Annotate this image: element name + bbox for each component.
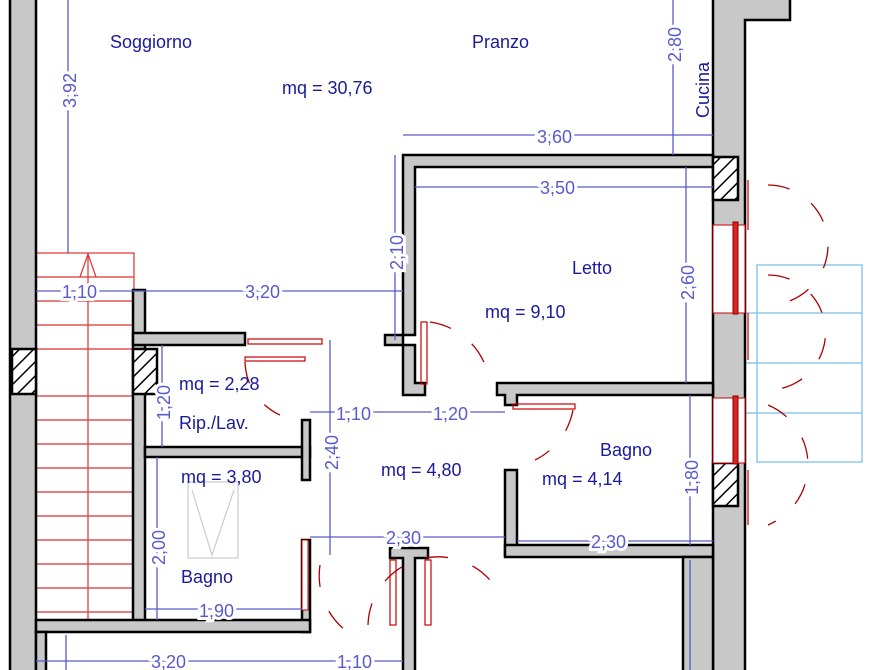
dimension-label: 2,30 bbox=[386, 528, 421, 548]
room-label-pranzo: Pranzo bbox=[472, 32, 529, 52]
room-label-bagno-1: Bagno bbox=[181, 567, 233, 587]
dimension-label: 3,50 bbox=[540, 178, 575, 198]
room-label-letto: Letto bbox=[572, 258, 612, 278]
windows bbox=[712, 180, 829, 526]
room-label-bagno-2: Bagno bbox=[600, 440, 652, 460]
dimension-label: 2,10 bbox=[387, 235, 407, 270]
dimension-label: 1,90 bbox=[199, 601, 234, 621]
dimension-label: 3,20 bbox=[151, 652, 186, 670]
balcony-grid bbox=[745, 264, 863, 463]
room-label-cucina: Cucina bbox=[693, 61, 713, 118]
column bbox=[10, 347, 38, 396]
room-area-bagno-1: mq = 3,80 bbox=[181, 467, 262, 487]
room-area-rip: mq = 2,28 bbox=[179, 374, 260, 394]
shower-fixture bbox=[187, 481, 239, 559]
dimension-label: 1,10 bbox=[336, 404, 371, 424]
column bbox=[711, 461, 740, 508]
dimension-label: 1,20 bbox=[154, 385, 174, 420]
room-area-bagno-2: mq = 4,14 bbox=[542, 469, 623, 489]
room-area-letto: mq = 9,10 bbox=[485, 302, 566, 322]
dimension-label: 2,30 bbox=[591, 532, 626, 552]
dimension-label: 2,60 bbox=[678, 265, 698, 300]
column bbox=[711, 155, 740, 202]
dimension-label: 3,60 bbox=[537, 127, 572, 147]
dimension-label: 1,10 bbox=[62, 282, 97, 302]
dimension-label: 2,80 bbox=[665, 27, 685, 62]
staircase bbox=[35, 252, 135, 630]
column bbox=[131, 347, 159, 396]
dimension-label: 3,20 bbox=[245, 282, 280, 302]
dimension-label: 2,40 bbox=[322, 435, 342, 470]
dimension-label: 1,20 bbox=[433, 404, 468, 424]
doors bbox=[244, 321, 576, 631]
room-area-disimpegno: mq = 4,80 bbox=[381, 460, 462, 480]
dimension-label: 2,00 bbox=[149, 530, 169, 565]
dimension-labels: 3,92 2,80 3,60 3,50 2,10 2,60 1,10 3,20 … bbox=[57, 24, 705, 670]
dimension-label: 1,80 bbox=[682, 460, 702, 495]
room-label-soggiorno: Soggiorno bbox=[110, 32, 192, 52]
dimension-label: 3,92 bbox=[60, 73, 80, 108]
room-label-rip-lav: Rip./Lav. bbox=[179, 413, 249, 433]
dimension-label: 1,10 bbox=[337, 652, 372, 670]
room-area-living: mq = 30,76 bbox=[282, 78, 373, 98]
dimension-lines bbox=[36, 0, 713, 670]
